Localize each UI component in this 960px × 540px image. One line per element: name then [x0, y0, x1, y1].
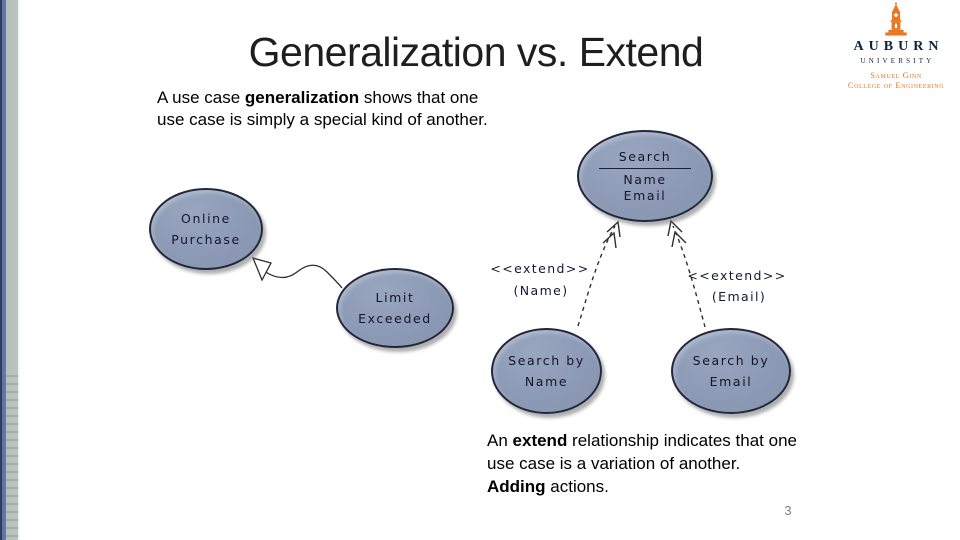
auburn-logo: AUBURN UNIVERSITY Samuel Ginn College of… — [833, 2, 959, 90]
usecase-online-purchase: Online Purchase — [149, 188, 263, 270]
usecase-title: Search — [618, 148, 672, 164]
usecase-label: Name — [524, 374, 569, 389]
caption-text: use case is simply a special kind of ano… — [157, 110, 488, 129]
caption-bold-generalization: generalization — [244, 88, 360, 107]
usecase-search: Search Name Email — [577, 130, 713, 222]
generalization-arrow-line — [263, 264, 343, 289]
extend-stereotype-name: <<extend>> — [490, 261, 590, 276]
extend-param-email: (Email) — [711, 289, 767, 304]
auburn-tower-icon — [885, 2, 907, 36]
extend-arrow-name-line — [577, 225, 616, 327]
extend-arrow-name-head2 — [602, 231, 617, 249]
usecase-search-by-email: Search by Email — [671, 328, 791, 414]
extend-arrow-email-head — [667, 219, 683, 237]
extend-caption: An extend relationship indicates that on… — [487, 429, 797, 498]
caption-bold-adding: Adding — [487, 477, 546, 496]
usecase-label: Exceeded — [358, 311, 432, 326]
extend-arrow-name-head — [606, 220, 621, 238]
page-title: Generalization vs. Extend — [248, 29, 704, 75]
caption-text: use case is a variation of another. — [487, 454, 741, 473]
usecase-label: Email — [709, 374, 753, 389]
auburn-university-text: UNIVERSITY — [860, 57, 935, 65]
left-accent-stripe — [0, 0, 20, 540]
extend-param-name: (Name) — [513, 283, 569, 298]
extension-points-divider — [598, 167, 692, 169]
caption-bold-extend: extend — [512, 431, 568, 450]
extend-stereotype-email: <<extend>> — [687, 268, 787, 283]
caption-text: An — [487, 431, 513, 450]
caption-text: relationship indicates that one — [567, 431, 797, 450]
usecase-search-by-name: Search by Name — [491, 328, 602, 414]
generalization-arrowhead — [251, 257, 272, 282]
caption-text: actions. — [545, 477, 609, 496]
extend-arrow-email-head2 — [671, 230, 687, 248]
caption-text: shows that one — [359, 88, 479, 107]
usecase-label: Search by — [692, 353, 770, 368]
samuel-ginn-text: Samuel Ginn — [870, 70, 922, 80]
slide-page-number: 3 — [784, 503, 792, 518]
extension-point: Email — [623, 187, 667, 203]
usecase-label: Purchase — [171, 232, 241, 247]
usecase-label: Limit — [375, 290, 415, 305]
caption-text: A use case — [157, 88, 245, 107]
usecase-label: Search by — [508, 353, 585, 368]
left-stripe-tick-pattern — [6, 375, 18, 540]
auburn-wordmark: AUBURN — [853, 39, 944, 54]
college-of-engineering-text: College of Engineering — [847, 80, 945, 90]
usecase-label: Online — [181, 211, 231, 226]
generalization-caption: A use case generalization shows that one… — [157, 87, 488, 131]
extension-point: Name — [623, 171, 667, 187]
usecase-limit-exceeded: Limit Exceeded — [336, 268, 454, 348]
